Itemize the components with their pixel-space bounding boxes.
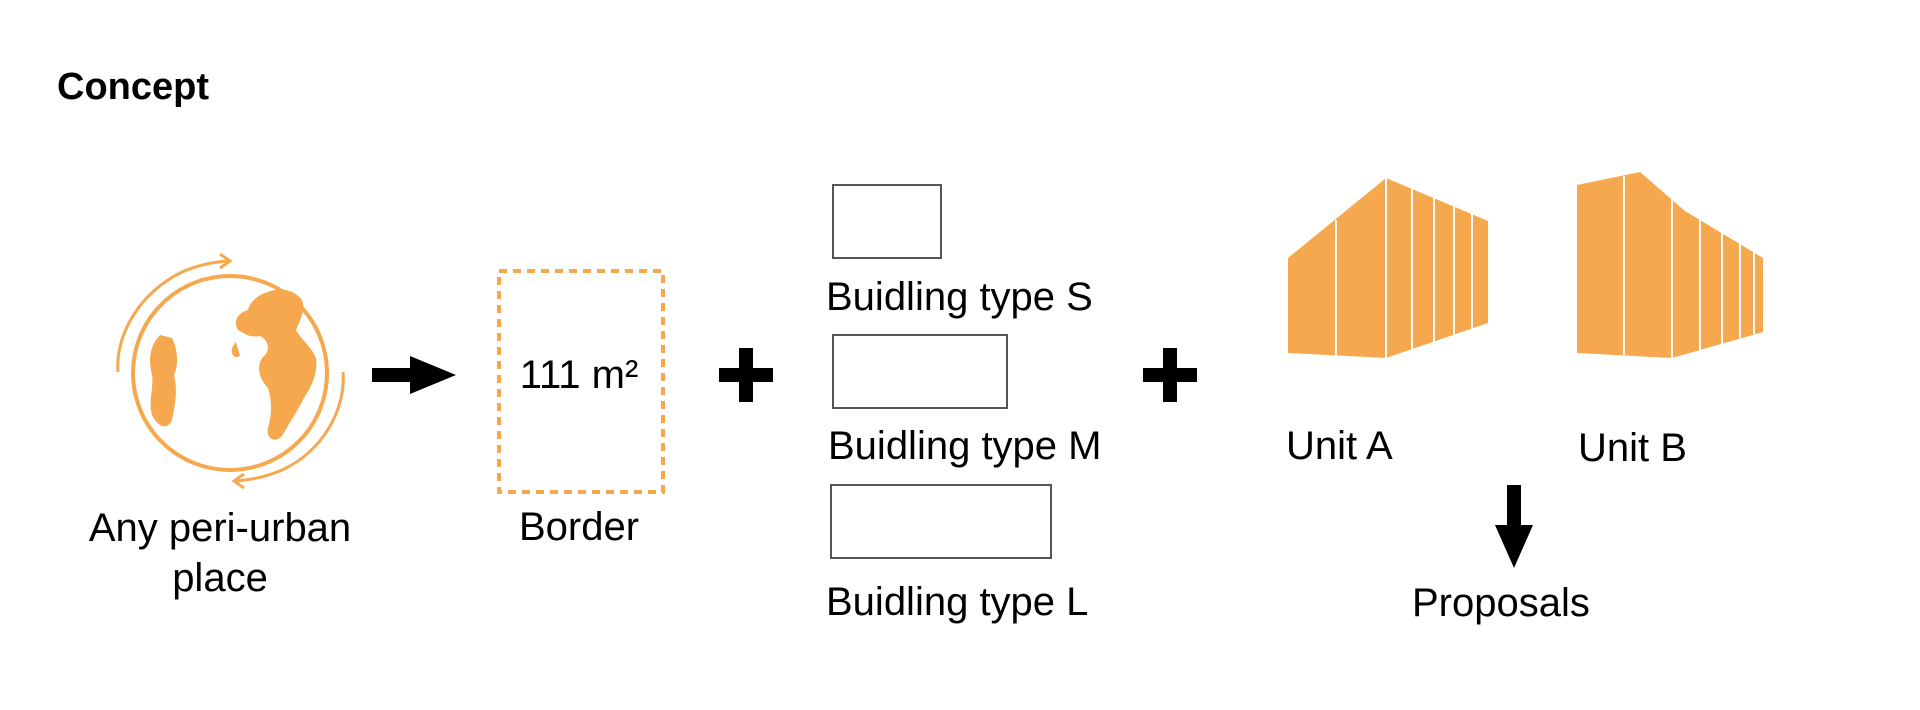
building-type-s-box	[832, 184, 942, 259]
plus-icon	[719, 348, 773, 402]
building-type-l-label: Buidling type L	[826, 580, 1089, 624]
building-unit-b-icon	[1577, 172, 1763, 358]
building-unit-a-icon	[1288, 178, 1488, 358]
unit-a-label: Unit A	[1286, 424, 1393, 468]
building-type-m-box	[832, 334, 1008, 409]
border-outline	[497, 269, 665, 494]
unit-b-label: Unit B	[1578, 426, 1687, 470]
place-label-line-2: place	[172, 556, 268, 600]
border-label: Border	[518, 505, 640, 549]
place-label-line-1: Any peri-urban	[88, 506, 352, 550]
building-type-m-label: Buidling type M	[828, 424, 1102, 468]
globe-icon	[116, 252, 345, 490]
building-type-l-box	[830, 484, 1052, 559]
down-arrow-icon	[1495, 485, 1533, 568]
building-type-s-label: Buidling type S	[826, 275, 1093, 319]
plus-icon	[1143, 348, 1197, 402]
proposals-label: Proposals	[1412, 581, 1590, 625]
diagram-title: Concept	[57, 66, 209, 108]
right-arrow-icon	[372, 356, 456, 394]
place-label: Any peri-urban place	[60, 503, 380, 603]
border-area-value: 111 m²	[519, 353, 639, 397]
